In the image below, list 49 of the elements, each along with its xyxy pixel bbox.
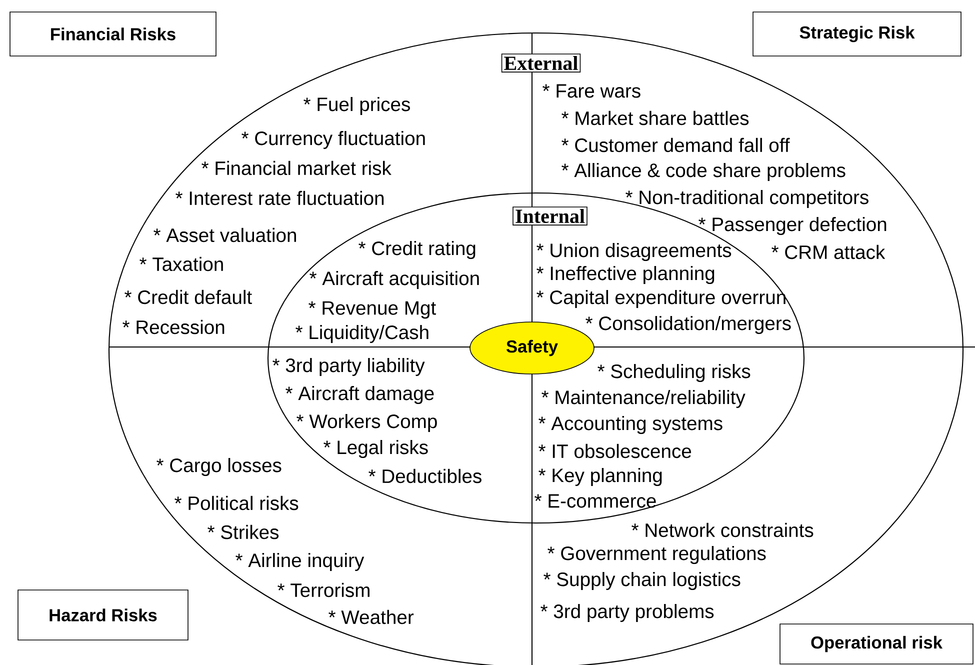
risk-item: * CRM attack <box>772 244 886 260</box>
risk-item: * Cargo losses <box>156 458 282 476</box>
category-box: Hazard Risks <box>18 590 188 640</box>
risk-item: * Fare wars <box>542 84 640 98</box>
risk-item: * Liquidity/Cash <box>296 325 428 344</box>
risk-item: * Political risks <box>174 496 298 510</box>
risk-item: * Interest rate fluctuation <box>176 190 384 206</box>
risk-item: * 3rd party problems <box>540 604 714 622</box>
risk-item: * Network constraints <box>632 522 814 538</box>
risk-item: * IT obsolescence <box>538 444 692 458</box>
risk-item: * Terrorism <box>278 582 370 598</box>
risk-item: * Legal risks <box>324 440 428 458</box>
risk-item: * Scheduling risks <box>598 364 750 382</box>
risk-item: * Customer demand fall off <box>562 138 790 152</box>
risk-item: * Deductibles <box>368 468 482 484</box>
category-box: Financial Risks <box>10 12 216 56</box>
risk-item: * Market share battles <box>562 110 749 126</box>
risk-item: * Credit default <box>124 290 252 304</box>
risk-item: * Government regulations <box>548 546 766 564</box>
category-box: Operational risk <box>780 624 974 664</box>
risk-item: * Weather <box>328 610 414 624</box>
risk-item: * Key planning <box>538 468 662 486</box>
risk-item: * Recession <box>122 320 224 334</box>
risk-item: * Strikes <box>208 524 279 540</box>
risk-item: * Capital expenditure overrun <box>536 290 786 308</box>
category-box: Strategic Risk <box>752 12 962 56</box>
risk-item: * Supply chain logistics <box>544 572 740 590</box>
risk-item: * Passenger defection <box>698 217 886 236</box>
risk-item: * Ineffective planning <box>536 266 714 284</box>
risk-item: * Credit rating <box>358 241 476 260</box>
risk-item: * Union disagreements <box>536 243 732 262</box>
risk-item: * Fuel prices <box>304 97 410 116</box>
risk-item: * 3rd party liability <box>272 358 425 376</box>
risk-item: * Aircraft damage <box>286 386 434 404</box>
risk-item: * Accounting systems <box>538 416 722 434</box>
risk-item: * Non-traditional competitors <box>626 190 868 208</box>
region-label: Internal <box>512 206 588 226</box>
risk-item: * Taxation <box>140 256 223 272</box>
risk-item: * E-commerce <box>534 494 656 508</box>
risk-item: * Currency fluctuation <box>242 131 425 150</box>
risk-item: * Aircraft acquisition <box>310 271 479 290</box>
risk-item: * Revenue Mgt <box>308 301 436 319</box>
risk-item: * Workers Comp <box>296 414 437 432</box>
risk-item: * Airline inquiry <box>236 553 364 572</box>
risk-item: * Asset valuation <box>154 228 296 242</box>
risk-item: * Maintenance/reliability <box>542 390 746 408</box>
risk-item: * Financial market risk <box>202 160 392 176</box>
risk-item: * Alliance & code share problems <box>562 163 846 182</box>
region-label: External <box>501 54 581 72</box>
